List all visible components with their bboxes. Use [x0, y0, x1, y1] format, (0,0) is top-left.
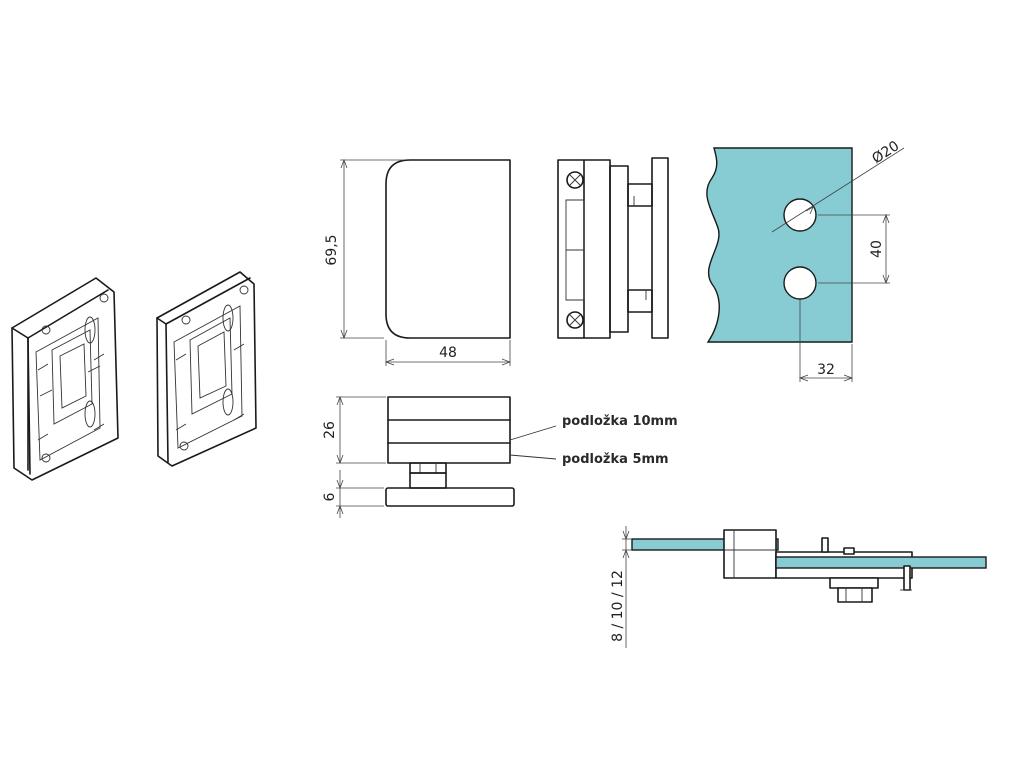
dimension-pad-thickness: 6	[322, 492, 338, 501]
top-view: 26 6 podložka 10mm podložka 5mm	[322, 395, 678, 518]
label-spacer-10mm: podložka 10mm	[562, 414, 678, 429]
label-spacer-5mm: podložka 5mm	[562, 452, 669, 467]
side-view	[557, 157, 669, 339]
glass-hole-upper	[783, 198, 817, 232]
dimension-hole-diameter: Ø20	[869, 138, 902, 167]
front-view: 69,5 48	[324, 158, 512, 366]
dimension-body-thickness: 26	[322, 421, 338, 439]
dimension-height: 69,5	[324, 234, 340, 265]
dimension-hole-offset: 32	[817, 362, 835, 378]
glass-hole-lower	[783, 266, 817, 300]
spacer-plate-10mm	[11, 277, 119, 481]
dimension-hole-spacing: 40	[869, 240, 885, 258]
glass-panel: Ø20 40 32	[706, 138, 905, 382]
assembly-view: 8 / 10 / 12	[610, 526, 987, 648]
spacer-plate-5mm	[156, 271, 257, 467]
dimension-width: 48	[439, 345, 457, 361]
dimension-glass-thickness: 8 / 10 / 12	[610, 570, 626, 642]
screw-icon	[566, 171, 584, 189]
screw-icon	[566, 311, 584, 329]
